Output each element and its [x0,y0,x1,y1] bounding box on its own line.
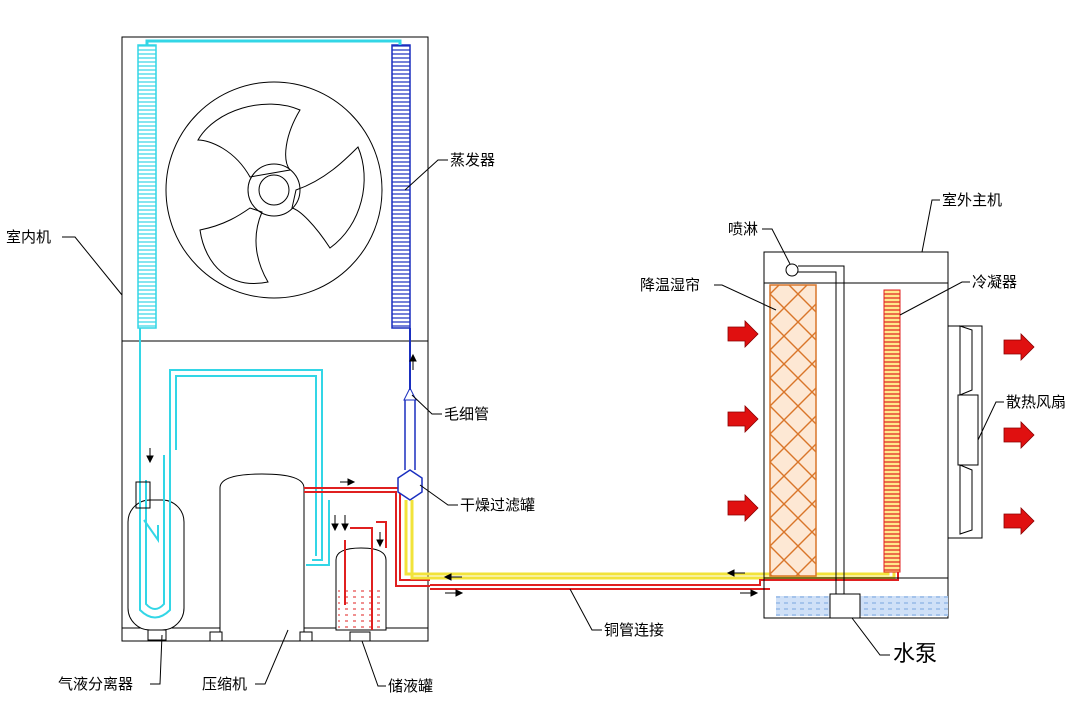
label-spray: 喷淋 [728,220,759,238]
label-condenser: 冷凝器 [972,273,1018,291]
water-pump-body [829,593,861,619]
filter-drier [397,469,423,501]
leader-lines [62,159,1004,687]
capillary-tube [403,328,417,470]
label-capillary: 毛细管 [444,405,490,423]
label-water-pump: 水泵 [893,642,938,667]
cooling-fan [957,325,979,535]
top-connecting-pipe [145,39,402,45]
water-basin [776,596,948,616]
label-filter-drier: 干燥过滤罐 [460,496,536,514]
label-outdoor-unit: 室外主机 [942,191,1003,209]
cooling-pad [769,284,817,577]
label-cooling-fan: 散热风扇 [1006,393,1067,411]
label-indoor-unit: 室内机 [6,228,52,246]
evaporator-coil [391,44,411,329]
compressor [209,473,313,642]
indoor-cyan-coil [137,44,157,329]
spray-head [785,263,845,598]
airflow-arrows [727,320,1035,535]
label-gas-liquid-separator: 气液分离器 [58,675,134,693]
receiver-tank [335,521,387,642]
condenser-coil [883,289,901,573]
label-cooling-pad: 降温湿帘 [640,276,701,294]
discharge-pipe [304,487,430,581]
label-copper-pipe: 铜管连接 [604,621,665,639]
copper-pipe-connection [430,290,899,586]
gas-liquid-separator [127,450,185,641]
indoor-fan [165,81,383,299]
label-evaporator: 蒸发器 [450,151,496,169]
label-compressor: 压缩机 [202,675,248,693]
flow-arrows [146,353,759,597]
label-receiver: 储液罐 [388,677,434,695]
